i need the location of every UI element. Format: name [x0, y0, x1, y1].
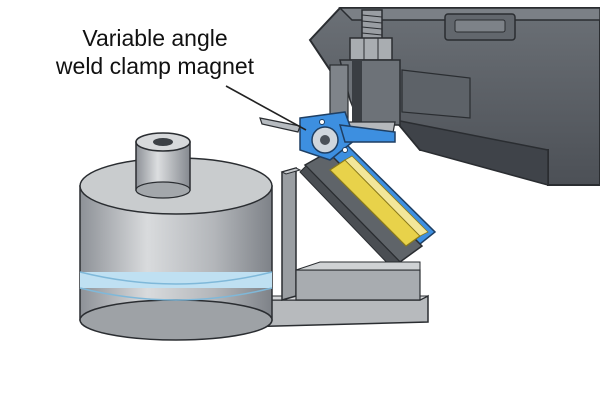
callout-label: Variable angle weld clamp magnet	[40, 24, 270, 80]
weld-clamp-magnet	[299, 137, 437, 269]
callout-leader	[225, 85, 307, 131]
callout-line-2: weld clamp magnet	[55, 53, 255, 79]
callout-line-1: Variable angle	[82, 25, 228, 51]
cylinder-magnet	[79, 157, 273, 341]
cylinder-knob	[135, 132, 191, 199]
threaded-rod	[349, 9, 393, 61]
pivot-head	[259, 111, 396, 161]
